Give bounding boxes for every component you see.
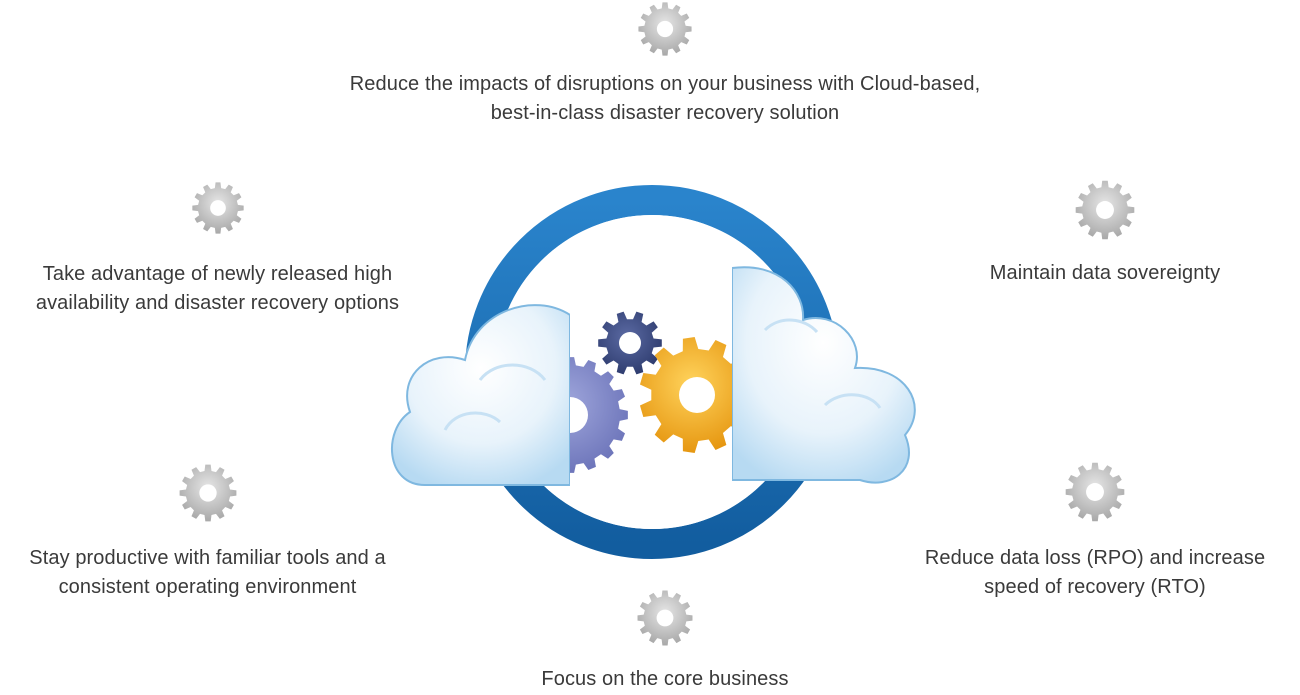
- benefit-bottom: Focus on the core business: [480, 588, 850, 694]
- right-cloud: [732, 266, 916, 484]
- gear-shape: [191, 182, 244, 234]
- benefit-top-text: Reduce the impacts of disruptions on you…: [349, 73, 981, 124]
- navy-gear: [598, 311, 662, 375]
- gear-icon: [637, 590, 693, 646]
- yellow-gear: [639, 337, 755, 453]
- benefit-lower-left-text: Stay productive with familiar tools and …: [29, 547, 386, 598]
- gear-icon: [1065, 462, 1125, 522]
- benefit-upper-left-text: Take advantage of newly released high av…: [35, 263, 400, 314]
- benefit-lower-right: Reduce data loss (RPO) and increase spee…: [895, 460, 1295, 602]
- gear-icon: [638, 2, 692, 56]
- benefit-top: Reduce the impacts of disruptions on you…: [340, 0, 990, 128]
- benefit-upper-left: Take advantage of newly released high av…: [0, 180, 435, 318]
- gear-shape: [1065, 462, 1125, 522]
- cloud-gears-icon: [391, 185, 916, 559]
- left-cloud: [391, 304, 570, 486]
- benefit-bottom-text: Focus on the core business: [541, 668, 789, 690]
- gear-icon: [1075, 180, 1135, 240]
- gear-icon: [191, 182, 244, 234]
- benefit-lower-left: Stay productive with familiar tools and …: [0, 462, 415, 602]
- benefit-upper-right: Maintain data sovereignty: [940, 178, 1270, 288]
- gear-shape: [179, 464, 236, 522]
- benefit-upper-right-text: Maintain data sovereignty: [989, 262, 1221, 284]
- gear-shape: [1075, 180, 1135, 240]
- benefit-lower-right-text: Reduce data loss (RPO) and increase spee…: [924, 547, 1266, 598]
- gear-shape: [638, 2, 692, 56]
- gear-icon: [179, 464, 236, 522]
- gear-shape: [637, 590, 693, 646]
